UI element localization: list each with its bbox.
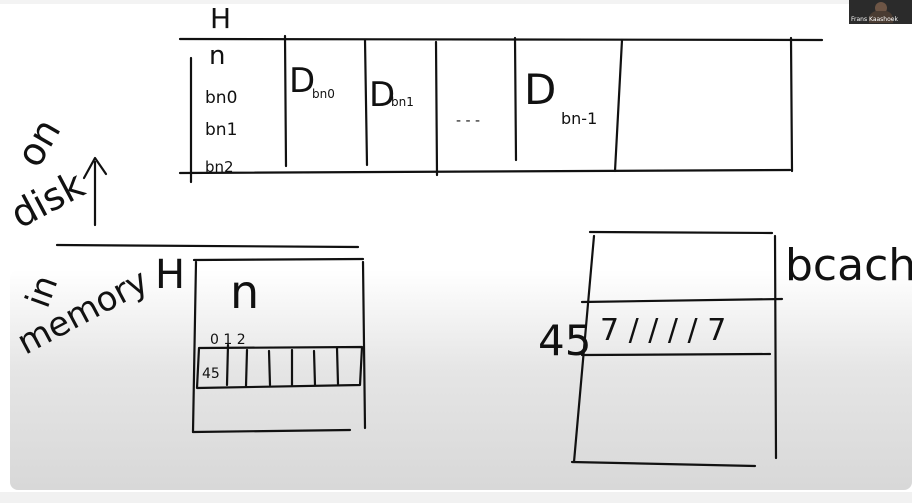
memory-slot-value: 45 (202, 366, 220, 382)
on-disk-diagram: H n bn0 bn1 bn2 D bn0 D bn1 - - - D bn-1 (178, 2, 824, 184)
disk-header-bn1: bn1 (205, 120, 237, 140)
bcache-row-marks: 7 / / / / 7 (600, 313, 726, 348)
bcache-row-bottom (580, 352, 772, 357)
bcache-box-right (773, 234, 778, 460)
on-disk-arrow (82, 156, 108, 227)
bcache-box-top (588, 230, 774, 235)
memory-array-slot (335, 346, 340, 386)
bcache-row-top (580, 297, 784, 304)
memory-box-right (361, 260, 367, 430)
region-labels: on disk in memory (3, 111, 360, 363)
on-disk-label-disk: disk (3, 162, 91, 237)
top-strip (0, 0, 912, 4)
bcache-row-label: 45 (538, 316, 591, 365)
disk-header-bn0: bn0 (205, 88, 237, 108)
memory-array-slot (267, 349, 272, 387)
disk-top-line (178, 37, 824, 42)
disk-divider (363, 38, 369, 167)
presenter-name: Frans Kaashoek (851, 16, 898, 23)
memory-box-top (192, 257, 365, 262)
memory-count-n: n (230, 265, 259, 319)
disk-block-d-subscript: bn1 (391, 95, 414, 109)
on-disk-label-on: on (8, 111, 70, 174)
disk-divider (789, 36, 794, 173)
memory-array-slot (244, 348, 249, 388)
bottom-strip (0, 492, 912, 503)
presenter-silhouette (869, 11, 893, 23)
disk-ellipsis: - - - (456, 113, 480, 129)
disk-block-d-subscript: bn0 (312, 87, 335, 101)
disk-divider (283, 34, 288, 168)
bcache-box-left (572, 234, 596, 464)
presenter-video-tile[interactable]: Frans Kaashoek (849, 0, 912, 24)
disk-block-d-label: D (289, 61, 315, 101)
disk-header-bn2: bn2 (205, 158, 234, 176)
in-memory-diagram: H n 0 1 2 45 (155, 252, 367, 434)
disk-header-label: H (210, 2, 231, 35)
disk-block-d-label: D (524, 65, 556, 114)
disk-block-d-label: D (369, 75, 395, 115)
disk-memory-separator (55, 243, 360, 249)
memory-array-slot (225, 343, 230, 387)
disk-divider (434, 40, 439, 177)
memory-box-bottom (191, 428, 352, 434)
disk-bottom-line (178, 168, 792, 175)
disk-header-n: n (209, 41, 225, 71)
memory-array-outline (195, 345, 364, 390)
disk-divider (513, 36, 518, 162)
bcache-box-bottom (570, 460, 757, 468)
bcache-label: bcache (785, 240, 912, 291)
disk-divider (613, 38, 624, 173)
board-shadow (10, 270, 912, 490)
memory-indices: 0 1 2 (210, 332, 246, 348)
bcache-diagram: 45 7 / / / / 7 bcache (538, 230, 912, 468)
memory-array-slot (312, 349, 317, 387)
memory-box-left (191, 260, 198, 434)
disk-block-d-subscript: bn-1 (561, 109, 597, 128)
memory-header-label: H (155, 252, 185, 298)
